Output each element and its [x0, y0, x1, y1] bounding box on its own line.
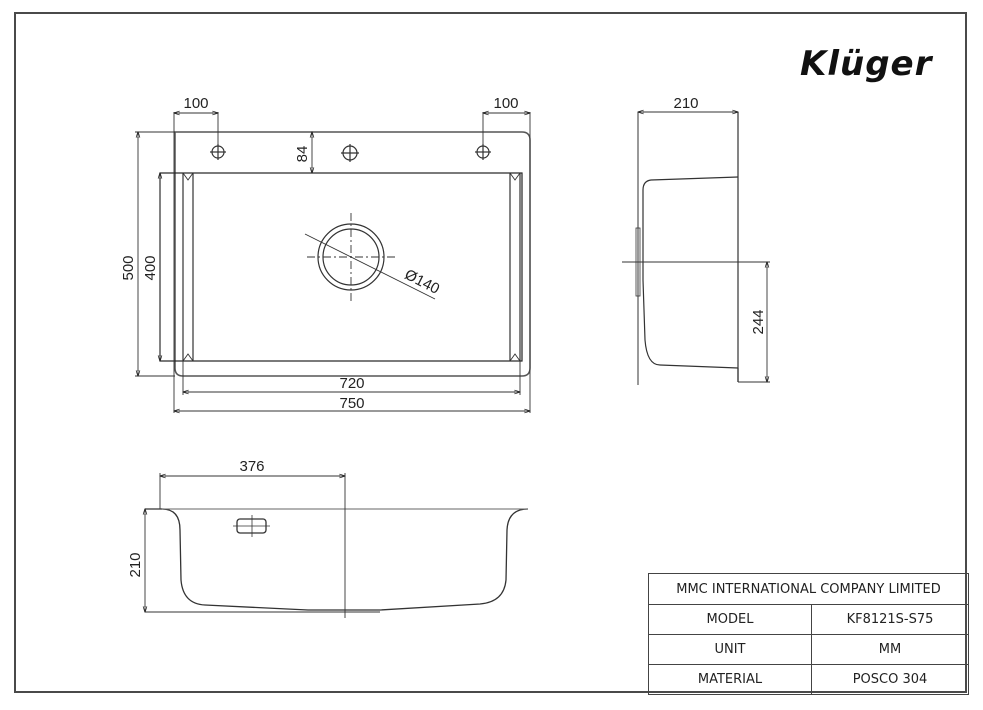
drain-circle [304, 213, 436, 302]
material-label: MATERIAL [648, 664, 812, 695]
dim-hole-right: 100 [493, 95, 518, 112]
material-value: POSCO 304 [811, 664, 969, 695]
dim-drain-diameter: Ø140 [402, 266, 442, 298]
dim-front-height: 210 [127, 552, 144, 577]
title-row-unit: UNIT MM [648, 634, 969, 665]
brand-logo: Klüger [800, 44, 933, 84]
title-row-material: MATERIAL POSCO 304 [648, 664, 969, 695]
dim-hole-left: 100 [183, 95, 208, 112]
title-row-model: MODEL KF8121S-S75 [648, 604, 969, 635]
top-view [135, 112, 531, 413]
drawing-border [14, 12, 967, 693]
overflow-slot [233, 515, 270, 537]
tap-hole-right [475, 144, 491, 160]
dim-overall-depth: 500 [120, 255, 137, 280]
dim-overall-width: 750 [339, 395, 364, 412]
company-name: MMC INTERNATIONAL COMPANY LIMITED [648, 573, 969, 605]
dim-drain-center: 376 [239, 458, 264, 475]
dim-side-height: 210 [673, 95, 698, 112]
dim-bowl-depth: 400 [142, 255, 159, 280]
dim-bowl-width: 720 [339, 375, 364, 392]
unit-label: UNIT [648, 634, 812, 665]
front-section-view [145, 473, 529, 618]
model-value: KF8121S-S75 [811, 604, 969, 635]
unit-value: MM [811, 634, 969, 665]
title-block: MMC INTERNATIONAL COMPANY LIMITED MODEL … [648, 573, 969, 695]
dim-drain-offset: 244 [750, 309, 767, 334]
dim-rim-to-bowl: 84 [294, 146, 311, 163]
side-view [622, 112, 770, 385]
tap-hole-center [341, 144, 359, 162]
model-label: MODEL [648, 604, 812, 635]
tap-hole-left [210, 144, 226, 160]
